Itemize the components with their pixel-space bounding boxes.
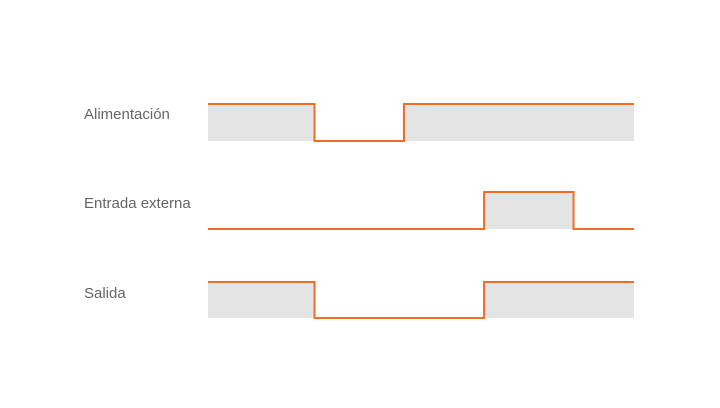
waveform-entrada-externa [208,191,634,230]
high-region-salida-0 [208,282,315,318]
signal-line-entrada-externa [208,191,634,230]
signal-line-alimentacion [208,103,634,142]
signal-line-salida [208,281,634,319]
high-region-entrada-externa-0 [484,192,574,229]
waveform-alimentacion [208,103,634,142]
signal-label-entrada-externa: Entrada externa [84,195,191,212]
signal-label-salida: Salida [84,285,126,302]
signal-label-alimentacion: Alimentación [84,106,170,123]
high-region-alimentacion-0 [208,104,315,141]
waveform-salida [208,281,634,319]
high-region-salida-1 [484,282,634,318]
high-region-alimentacion-1 [403,104,634,141]
